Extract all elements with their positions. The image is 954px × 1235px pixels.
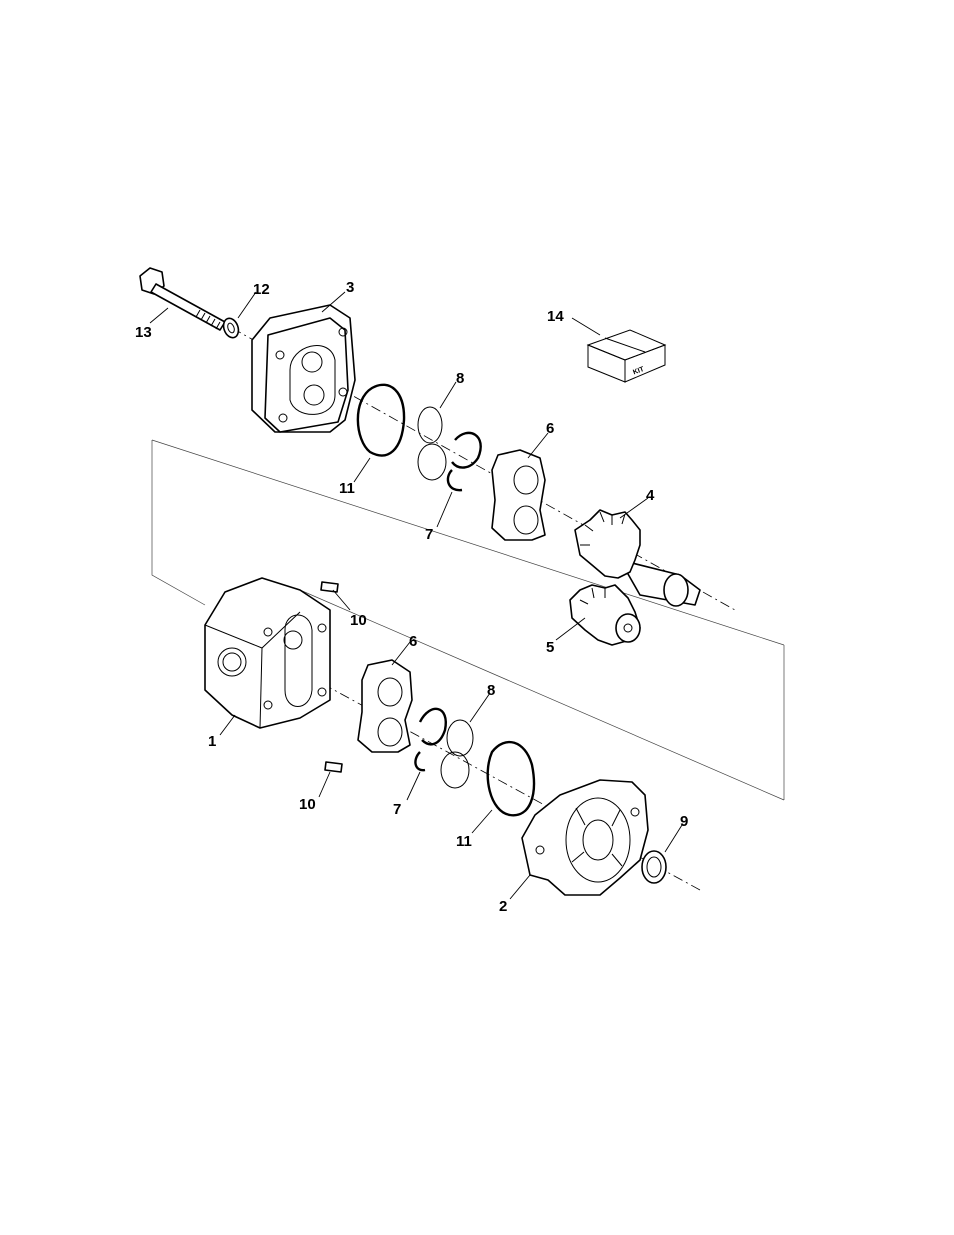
part-10-upper-dowel-pin <box>321 582 338 592</box>
part-5-driven-gear <box>570 585 640 645</box>
callout-10-lower: 10 <box>299 796 316 813</box>
callout-5: 5 <box>546 639 554 656</box>
part-6-upper-bushing <box>492 450 545 540</box>
callout-6-upper: 6 <box>546 420 554 437</box>
callout-4: 4 <box>646 487 655 504</box>
callout-11-lower: 11 <box>456 833 472 850</box>
callout-14: 14 <box>547 308 564 325</box>
part-7-lower-retaining-ring <box>415 709 445 770</box>
callout-10-upper: 10 <box>350 612 367 629</box>
callout-13: 13 <box>135 324 152 341</box>
callout-8-lower: 8 <box>487 682 495 699</box>
part-14-kit-box: KIT <box>588 330 665 382</box>
callout-11-upper: 11 <box>339 480 355 497</box>
part-11-lower-o-ring <box>488 742 534 815</box>
part-12-washer <box>221 316 241 340</box>
part-8-upper-seal <box>418 407 446 480</box>
callout-2: 2 <box>499 898 507 915</box>
callout-12: 12 <box>253 281 270 298</box>
part-2-mounting-flange <box>522 780 648 895</box>
part-3-cover-plate <box>252 305 355 432</box>
part-7-upper-retaining-ring <box>448 433 481 490</box>
part-6-lower-bushing <box>358 660 412 752</box>
callout-8-upper: 8 <box>456 370 464 387</box>
part-9-shaft-seal <box>642 851 666 883</box>
part-10-lower-dowel-pin <box>325 762 342 772</box>
part-1-pump-body <box>205 578 330 728</box>
callout-1: 1 <box>208 733 216 750</box>
callout-7-lower: 7 <box>393 801 401 818</box>
kit-box-label: KIT <box>632 366 646 377</box>
callout-7-upper: 7 <box>425 526 433 543</box>
callout-9: 9 <box>680 813 688 830</box>
callout-6-lower: 6 <box>409 633 417 650</box>
callout-3: 3 <box>346 279 354 296</box>
